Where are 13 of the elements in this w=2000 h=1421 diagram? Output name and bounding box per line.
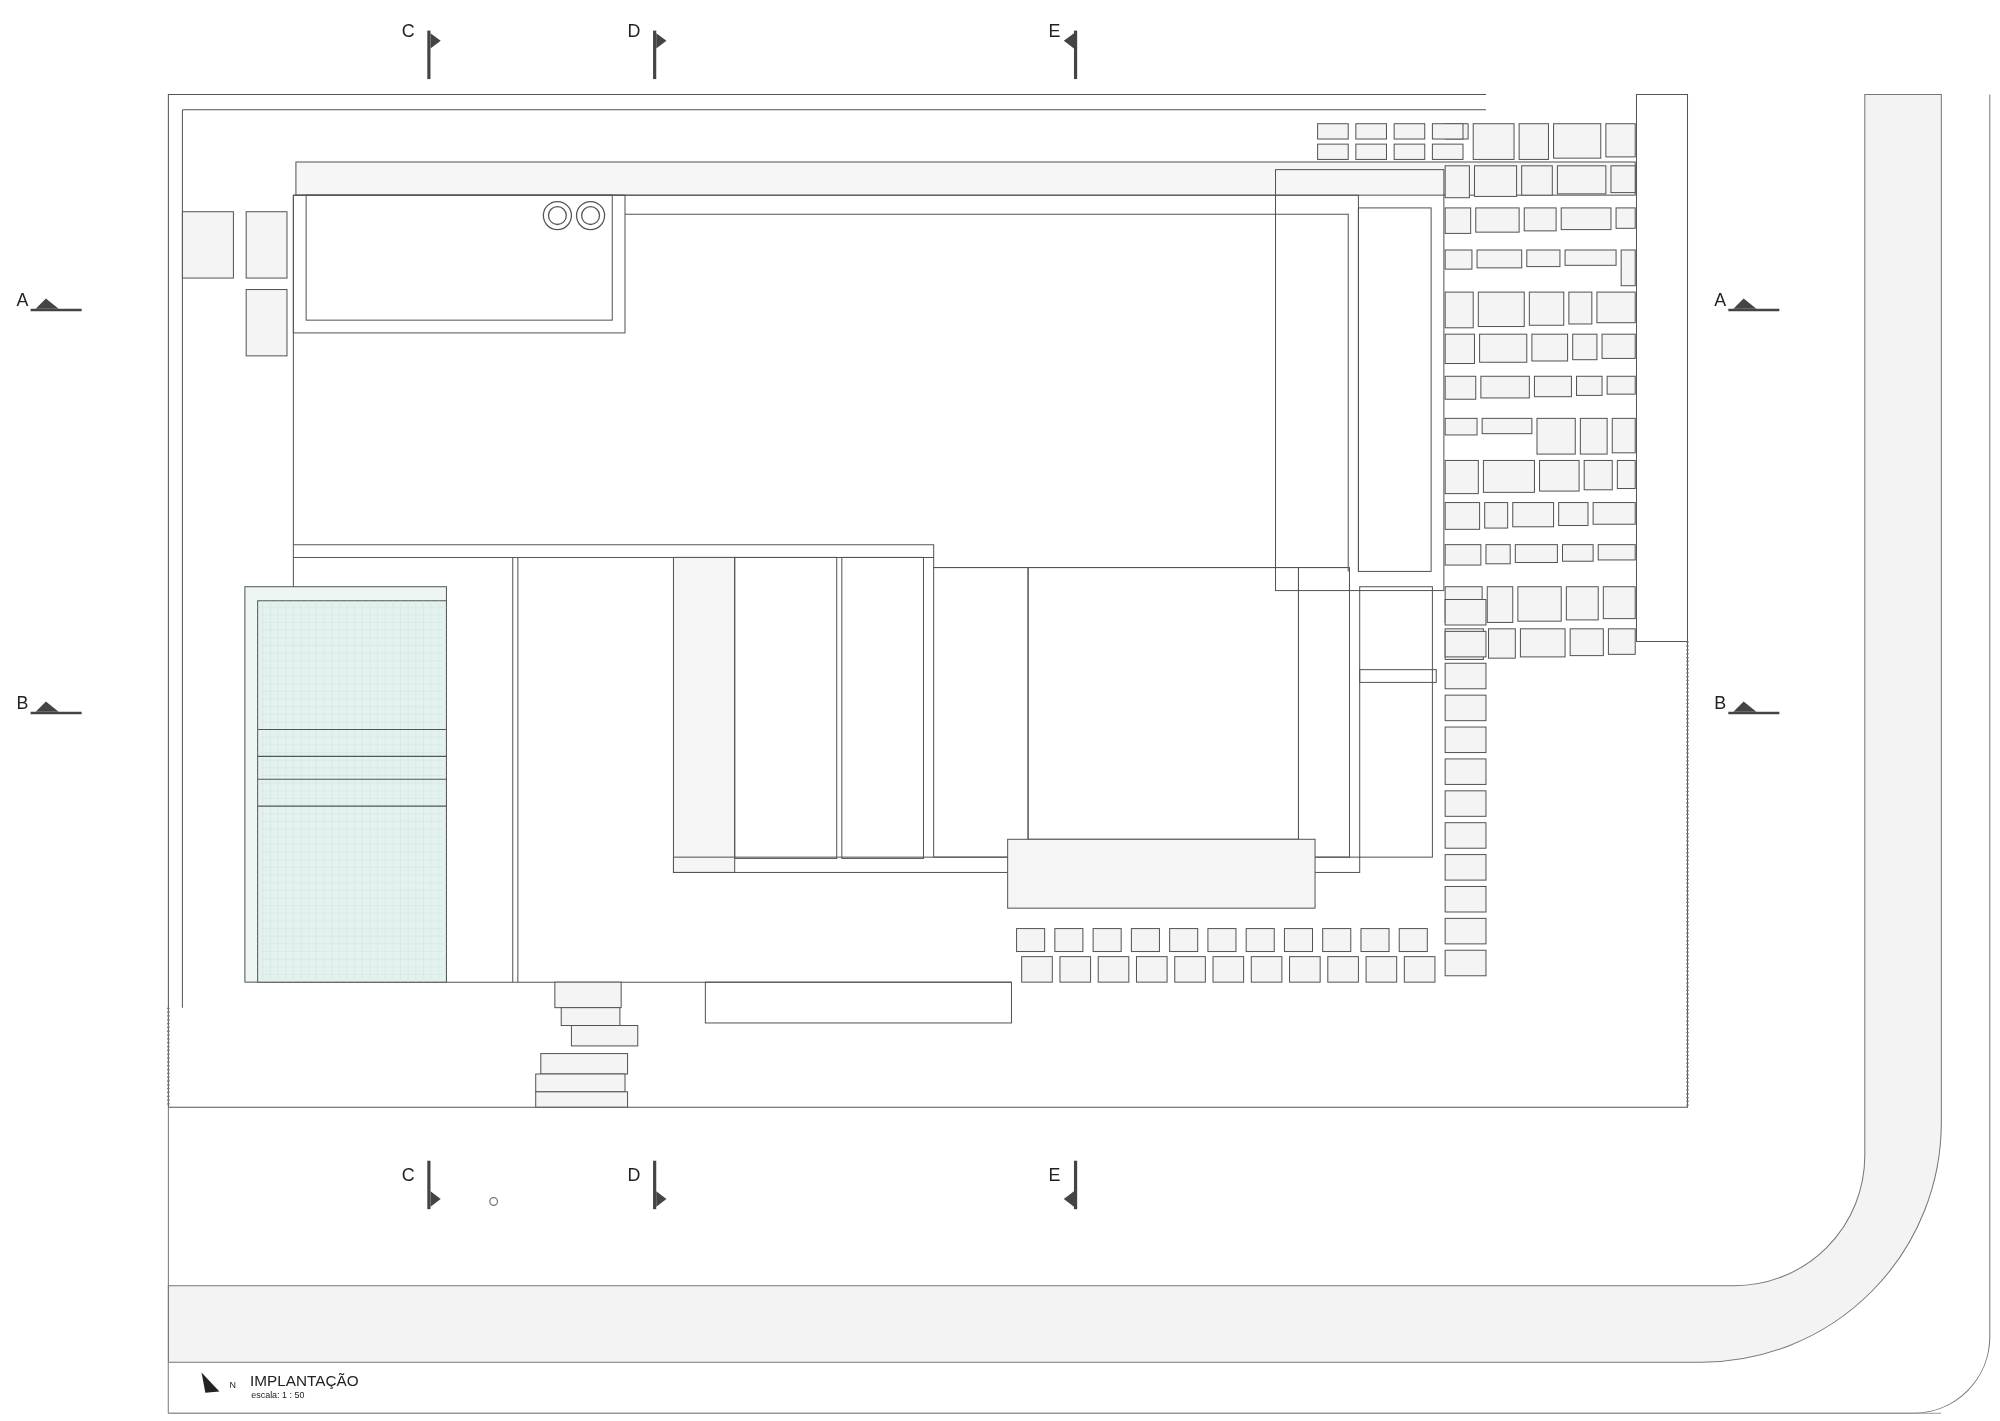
section-label: C [401, 21, 415, 40]
section-label: B [16, 693, 29, 712]
section-label: D [627, 1165, 641, 1184]
section-label: D [627, 21, 641, 40]
section-label: C [401, 1165, 415, 1184]
section-label: A [16, 290, 29, 309]
section-label: A [1714, 290, 1727, 309]
section-label: E [1048, 21, 1061, 40]
section-label: E [1048, 1165, 1061, 1184]
section-label: B [1714, 693, 1727, 712]
north-label: N [229, 1380, 237, 1390]
scale-note: escala: 1 : 50 [251, 1390, 305, 1400]
drawing-title: IMPLANTAÇÃO [250, 1373, 359, 1390]
